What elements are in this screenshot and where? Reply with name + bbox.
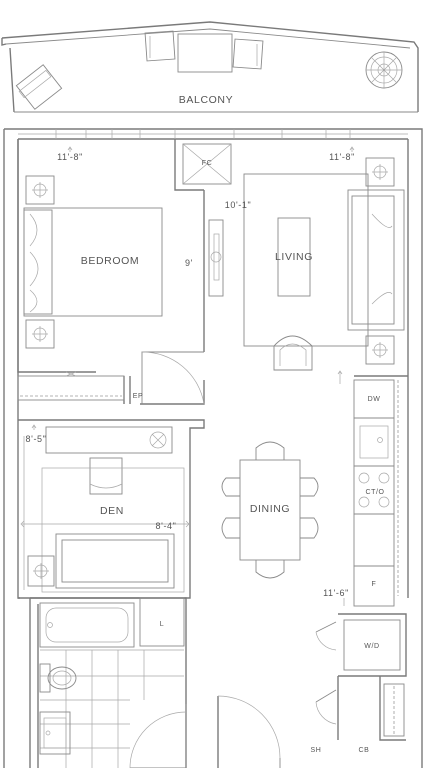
- planter-icon: [365, 51, 403, 89]
- nightstand-top: [25, 175, 55, 205]
- nightstand-bottom: [25, 319, 55, 349]
- kitchen-width-label: 11'-6": [323, 588, 349, 598]
- side-table-bottom: [365, 335, 395, 365]
- bedroom-label: BEDROOM: [81, 255, 139, 267]
- entry-area: W/D SH CB: [217, 613, 407, 768]
- kitchen-area: DW CT/O F 11'-6": [323, 370, 409, 607]
- balcony-area: BALCONY: [1, 21, 419, 113]
- cb-label: CB: [359, 747, 370, 754]
- living-room: LIVING 11'-8" 10'-1": [225, 146, 405, 371]
- den-depth-label: 8'-5": [26, 434, 47, 444]
- fc-label: FC: [202, 160, 213, 167]
- wd-label: W/D: [364, 643, 379, 650]
- ct-o-label: CT/O: [365, 489, 384, 496]
- bedroom-width-label: 11'-8": [57, 152, 83, 162]
- l-label: L: [160, 621, 165, 628]
- den-room: DEN 8'-4" 8'-5": [18, 419, 205, 599]
- f-label: F: [372, 581, 377, 588]
- side-table-top: [365, 157, 395, 187]
- bedroom-room: FC BEDROOM 11'-8" 9' EP: [17, 139, 232, 405]
- sh-label: SH: [311, 747, 322, 754]
- bathroom-room: L: [29, 597, 187, 768]
- living-depth-label: 10'-1": [225, 200, 252, 210]
- ep-label: EP: [133, 393, 144, 400]
- living-label: LIVING: [275, 251, 313, 263]
- balcony-table-set: [144, 30, 264, 73]
- dining-label: DINING: [250, 503, 290, 515]
- den-side-table: [27, 555, 55, 587]
- den-label: DEN: [100, 505, 124, 517]
- dw-label: DW: [368, 396, 381, 403]
- balcony-label: BALCONY: [179, 94, 233, 106]
- lounge-chair-icon: [15, 64, 63, 110]
- den-width-label: 8'-4": [156, 521, 177, 531]
- dining-area: DINING: [221, 441, 319, 579]
- bedroom-depth-label: 9': [185, 258, 193, 268]
- living-width-label: 11'-8": [329, 152, 355, 162]
